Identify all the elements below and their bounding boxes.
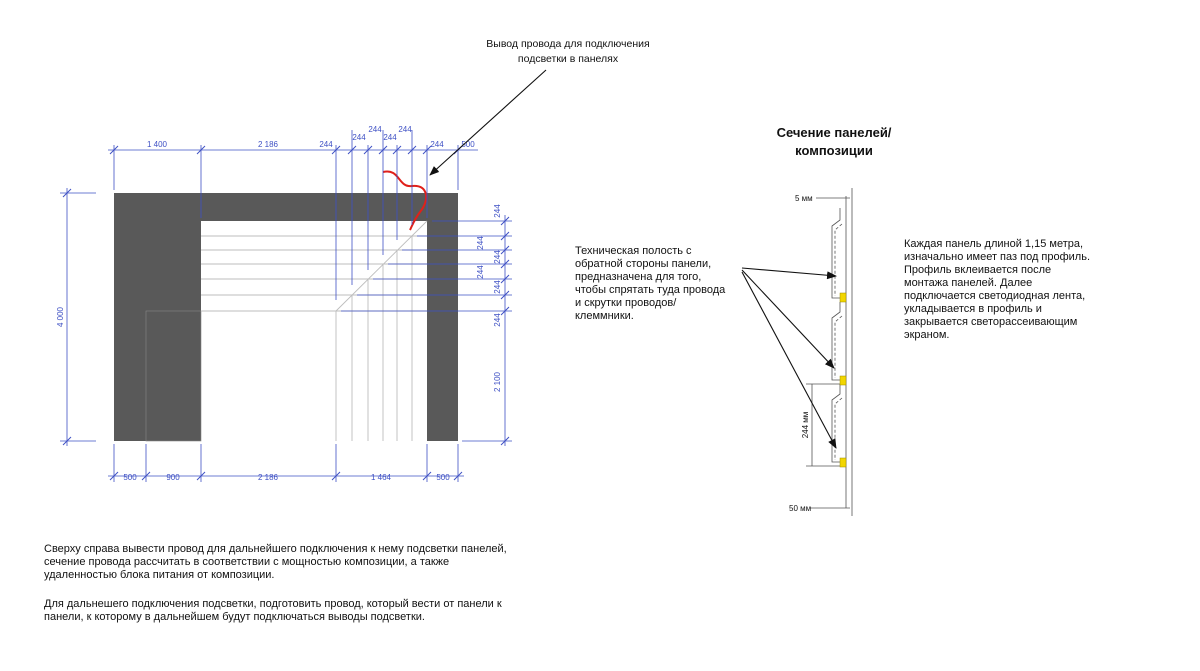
right-dim-3: 244 (493, 250, 502, 264)
top-dim-1: 1 400 (147, 140, 168, 149)
section-title-line1: Сечение панелей/ (777, 125, 892, 140)
bottom-dim-2: 900 (166, 473, 180, 482)
bottom-dim-3: 2 186 (258, 473, 279, 482)
right-dim-6: 244 (493, 313, 502, 327)
top-dim-9: 500 (461, 140, 475, 149)
dimension-ticks (62, 145, 510, 481)
wire-callout-line1: Вывод провода для подключения (486, 38, 649, 50)
cavity-note: Техническая полость с обратной стороны п… (575, 245, 726, 322)
top-dim-4: 244 (352, 133, 366, 142)
right-dim-5: 244 (493, 280, 502, 294)
dimension-lines (60, 130, 512, 482)
section-height-mark: 244 мм (801, 412, 810, 439)
instruction-paragraph-2: Для дальнешего подключения подсветки, по… (44, 598, 502, 623)
instruction-paragraph-1: Сверху справа вывести провод для дальней… (44, 543, 507, 581)
section-title-line2: композиции (795, 143, 873, 158)
right-dim-1: 244 (493, 204, 502, 218)
bottom-dim-5: 500 (436, 473, 450, 482)
top-dim-8: 244 (430, 140, 444, 149)
wall-elevation (114, 170, 458, 442)
wire-callout-arrow (429, 69, 547, 176)
top-dim-7: 244 (398, 125, 412, 134)
panel-note: Каждая панель длиной 1,15 метра, изначал… (904, 238, 1091, 341)
right-dim-7: 2 100 (493, 371, 502, 392)
wire-callout-line2: подсветки в панелях (518, 53, 619, 65)
panel-lines (201, 220, 428, 441)
right-dim-2: 244 (476, 236, 485, 250)
top-dim-2: 2 186 (258, 140, 279, 149)
wire-outlet (382, 170, 428, 231)
top-dim-5: 244 (368, 125, 382, 134)
led-profiles (839, 292, 847, 468)
top-dim-6: 244 (383, 133, 397, 142)
top-dim-3: 244 (319, 140, 333, 149)
door-leaf (145, 310, 202, 442)
section-bottom-mark: 50 мм (789, 504, 811, 513)
dimension-labels: 1 400 2 186 244 244 244 244 244 244 500 … (56, 125, 502, 482)
cavity-arrows (741, 267, 837, 449)
right-dim-4: 244 (476, 265, 485, 279)
bottom-dim-4: 1 464 (371, 473, 392, 482)
bottom-dim-1: 500 (123, 473, 137, 482)
left-dim: 4 000 (56, 306, 65, 327)
section-top-mark: 5 мм (795, 194, 813, 203)
